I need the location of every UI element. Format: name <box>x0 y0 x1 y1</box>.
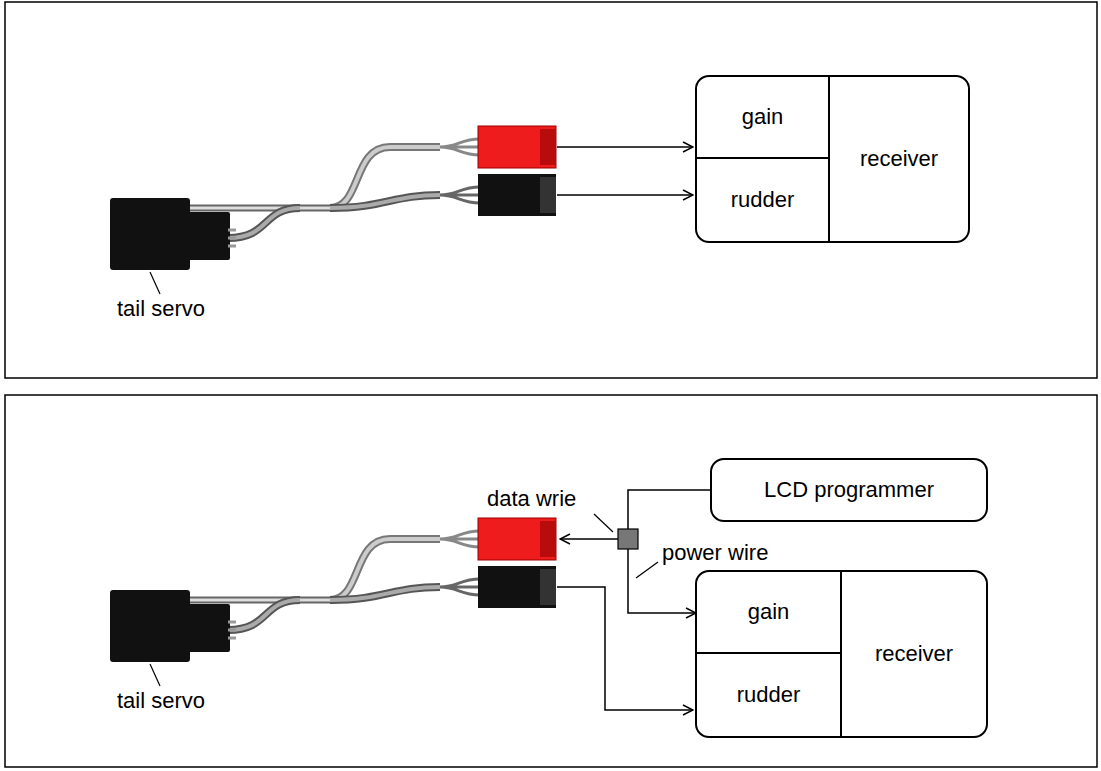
part-label: power wire <box>660 540 770 566</box>
red-connector <box>478 126 556 168</box>
part-label-text: tail servo <box>115 688 207 713</box>
leader-line <box>636 562 658 578</box>
part-label-text: data wrie <box>485 486 578 511</box>
box-label: rudder <box>737 682 801 707</box>
part-label: tail servo <box>115 296 207 322</box>
channel-cell: gain <box>697 572 842 654</box>
part-label-text: power wire <box>660 540 770 565</box>
leader-line <box>594 514 613 532</box>
channel-cell: gain <box>697 77 830 159</box>
panel-frame <box>5 395 1097 767</box>
box-label: gain <box>742 104 784 129</box>
leader-line <box>150 664 160 686</box>
receiver-box: gain rudder receiver <box>695 570 988 738</box>
rudder-wire <box>557 587 693 710</box>
box-label: rudder <box>731 187 795 212</box>
receiver-box: gain rudder receiver <box>695 75 970 243</box>
box-label: receiver <box>842 641 986 666</box>
plug-arrow <box>557 194 693 196</box>
part-label: tail servo <box>115 688 207 714</box>
box-label: receiver <box>830 146 968 171</box>
panel-frame <box>5 2 1097 378</box>
tail-servo-plug <box>110 198 236 270</box>
data-wire <box>560 538 618 540</box>
part-label: data wrie <box>485 486 578 512</box>
black-connector <box>478 174 556 216</box>
channel-cell: rudder <box>697 654 842 736</box>
channel-cell: rudder <box>697 159 830 241</box>
box-label: LCD programmer <box>764 477 934 502</box>
leader-line <box>150 272 160 294</box>
servo-cables <box>110 518 556 662</box>
box-label: gain <box>748 599 790 624</box>
device-box: LCD programmer <box>710 458 988 522</box>
plug-arrow <box>557 146 693 148</box>
part-label-text: tail servo <box>115 296 207 321</box>
splitter-block <box>618 529 638 549</box>
